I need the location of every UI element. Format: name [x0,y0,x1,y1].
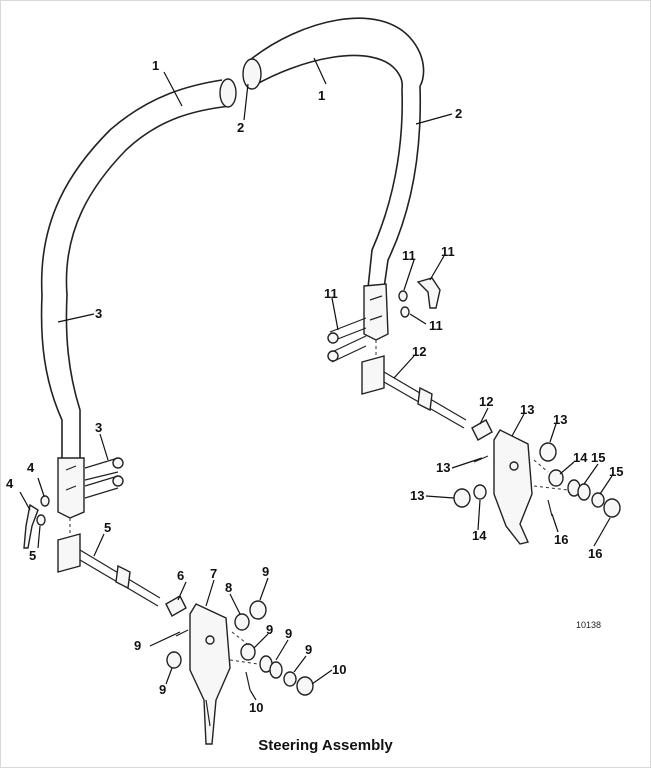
callout-11: 13 [436,460,450,475]
callout-13: 13 [410,488,424,503]
callout-16: 11 [441,244,455,259]
callout-1: 2 [455,106,462,121]
callout-5: 1 [152,58,159,73]
callout-11: 9 [134,638,141,653]
callout-9: 14 [573,450,588,465]
callout-10: 6 [177,568,184,583]
callout-11: 10 [249,700,263,715]
callout-leaders [19,57,613,701]
callout-4: 5 [29,548,36,563]
callout-9: 9 [266,622,273,637]
callout-labels: 1 1 2 2 3 3 4 4 5 5 6 7 8 9 9 9 9 9 9 10… [6,58,623,715]
callout-15: 11 [402,248,416,263]
diagram-title: Steering Assembly [258,737,393,754]
callout-2: 5 [104,520,111,535]
callout-6: 2 [237,120,244,135]
callout-3: 11 [324,286,338,301]
callout-8: 7 [210,566,217,581]
callout-9: 14 [472,528,487,543]
callout-9: 13 [553,412,567,427]
callout-5: 1 [318,88,325,103]
right-steering-arm [242,17,621,545]
callout-14: 15 [591,450,605,465]
left-steering-arm [23,78,314,745]
callout-1: 3 [95,306,102,321]
callout-14: 9 [285,626,292,641]
callout-12: 9 [305,642,312,657]
callout-7: 13 [520,402,534,417]
figure-code: 10138 [576,620,602,630]
callout-9: 8 [225,580,232,595]
callout-9: 9 [159,682,166,697]
callout-3: 3 [95,420,102,435]
callout-13: 16 [588,546,602,561]
callout-13: 10 [332,662,346,677]
callout-13: 9 [262,564,269,579]
callout-4: 11 [429,318,443,333]
callout-15: 4 [27,460,35,475]
callout-16: 4 [6,476,14,491]
callout-2: 12 [412,344,426,359]
callout-12: 15 [609,464,623,479]
callout-10: 12 [479,394,493,409]
callout-11: 16 [554,532,568,547]
